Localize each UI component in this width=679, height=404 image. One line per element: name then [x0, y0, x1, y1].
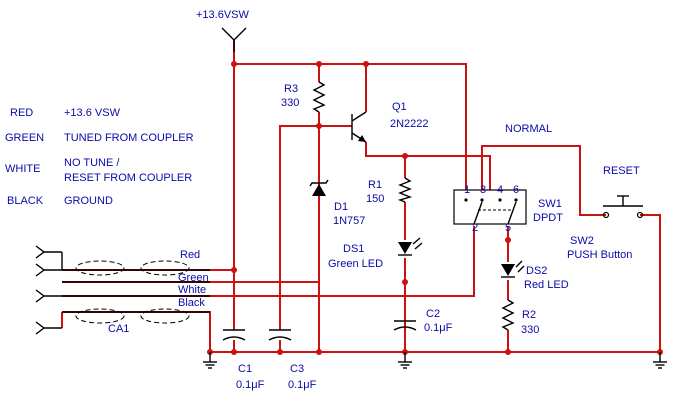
ds2-red-led: DS2 Red LED	[501, 260, 569, 291]
c2-capacitor: C2 0.1μF	[393, 308, 453, 334]
r2-resistor: R2 330	[501, 299, 539, 336]
d1-ref: D1	[334, 201, 348, 213]
cable-ca1: Red Green White Black CA1	[35, 245, 210, 335]
c1-ref: C1	[238, 363, 252, 375]
connector-arrow-icon	[35, 245, 62, 259]
legend-desc-white-2: RESET FROM COUPLER	[64, 172, 192, 184]
r1-ref: R1	[368, 179, 382, 191]
ground-icon	[653, 352, 667, 369]
q1-part: 2N2222	[390, 118, 429, 130]
d1-part: 1N757	[333, 215, 365, 227]
wire-label-black: Black	[178, 297, 205, 309]
c3-capacitor: C3 0.1μF	[268, 329, 317, 391]
sw1-dpdt-switch: 1 3 4 6 2 5 SW1 DPDT NORMAL	[453, 123, 563, 234]
sw1-mode: NORMAL	[505, 123, 552, 135]
legend-color-black: BLACK	[7, 195, 44, 207]
legend-desc-green: TUNED FROM COUPLER	[64, 132, 194, 144]
sw1-pin-5: 5	[505, 222, 511, 234]
legend-color-red: RED	[10, 107, 33, 119]
r3-value: 330	[281, 97, 299, 109]
r3-ref: R3	[284, 83, 298, 95]
sw1-pin-4: 4	[497, 184, 503, 196]
ground-symbols	[203, 352, 667, 369]
q1-ref: Q1	[392, 101, 407, 113]
ground-icon	[398, 352, 412, 369]
sw2-part: PUSH Button	[567, 249, 632, 261]
q1-transistor: Q1 2N2222	[351, 101, 429, 143]
connector-arrow-icon	[35, 289, 62, 303]
c2-value: 0.1μF	[424, 322, 453, 334]
sw1-pin-2: 2	[472, 222, 478, 234]
c3-ref: C3	[290, 363, 304, 375]
r1-resistor: R1 150	[366, 177, 413, 205]
connector-arrow-icon	[35, 263, 62, 277]
c1-value: 0.1μF	[236, 379, 265, 391]
sw2-push-button: RESET SW2 PUSH Button	[567, 165, 644, 261]
ground-icon	[203, 352, 217, 369]
sw1-pin-1: 1	[464, 184, 470, 196]
r2-value: 330	[521, 324, 539, 336]
sw1-pin-6: 6	[513, 184, 519, 196]
sw1-part: DPDT	[533, 212, 563, 224]
sw1-pin-3: 3	[480, 184, 486, 196]
wire-label-white: White	[178, 284, 206, 296]
c2-ref: C2	[426, 308, 440, 320]
r3-resistor: R3 330	[281, 81, 326, 113]
c3-value: 0.1μF	[288, 379, 317, 391]
sw2-name: RESET	[603, 165, 640, 177]
wire-label-green: Green	[178, 272, 209, 284]
supply-label: +13.6VSW	[196, 9, 250, 21]
r2-ref: R2	[522, 309, 536, 321]
ds2-ref: DS2	[526, 265, 547, 277]
legend-desc-black: GROUND	[64, 195, 113, 207]
legend-desc-white-1: NO TUNE /	[64, 157, 120, 169]
legend-desc-red: +13.6 VSW	[64, 107, 121, 119]
supply-terminal: +13.6VSW	[196, 9, 250, 52]
legend-color-green: GREEN	[5, 132, 44, 144]
c1-capacitor: C1 0.1μF	[222, 329, 265, 391]
wire-color-legend: RED +13.6 VSW GREEN TUNED FROM COUPLER W…	[5, 107, 194, 207]
ds2-part: Red LED	[524, 279, 569, 291]
r1-value: 150	[366, 193, 384, 205]
d1-zener-diode: D1 1N757	[309, 179, 365, 227]
ds1-ref: DS1	[343, 243, 364, 255]
connector-arrow-icon	[35, 321, 62, 335]
red-wiring	[61, 40, 661, 353]
ds1-part: Green LED	[328, 258, 383, 270]
sw1-ref: SW1	[538, 198, 562, 210]
ca1-ref: CA1	[108, 323, 129, 335]
sw2-ref: SW2	[570, 235, 594, 247]
legend-color-white: WHITE	[5, 163, 40, 175]
wire-label-red: Red	[180, 249, 200, 261]
ds1-green-led: DS1 Green LED	[328, 237, 423, 270]
